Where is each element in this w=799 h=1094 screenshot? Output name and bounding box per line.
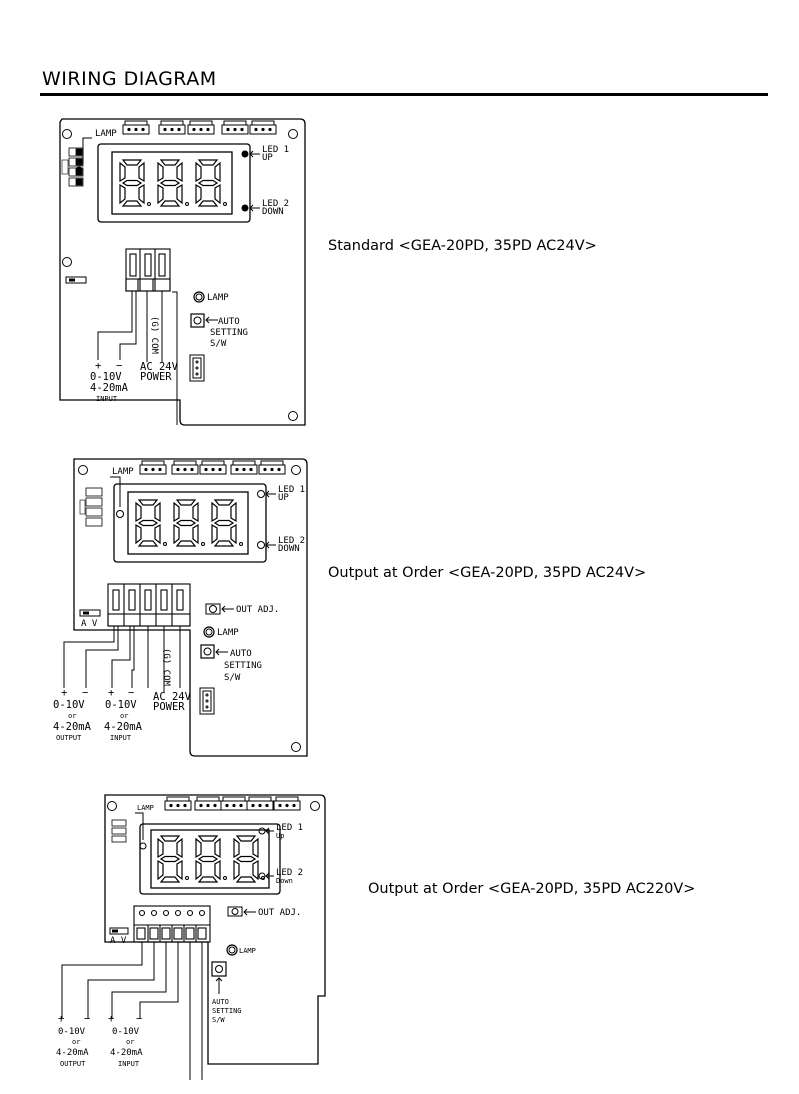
svg-text:or: or [126, 1038, 134, 1046]
svg-text:or: or [68, 712, 76, 720]
caption-output-ac24v: Output at Order <GEA-20PD, 35PD AC24V> [328, 565, 647, 581]
svg-text:AC 24V: AC 24V [153, 691, 192, 703]
power-connector [189, 354, 205, 382]
mount-hole [62, 257, 72, 267]
svg-text:4-20mA: 4-20mA [110, 1048, 143, 1058]
svg-text:S/W: S/W [212, 1016, 225, 1024]
svg-text:INPUT: INPUT [118, 1060, 140, 1068]
svg-text:SETTING: SETTING [212, 1007, 242, 1015]
svg-text:DOWN: DOWN [278, 544, 300, 554]
input-range-label: 0-10V [90, 371, 122, 383]
svg-text:4-20mA: 4-20mA [104, 721, 143, 733]
svg-text:LAMP: LAMP [217, 628, 239, 638]
svg-text:SETTING: SETTING [224, 661, 262, 671]
svg-text:OUT ADJ.: OUT ADJ. [258, 908, 301, 918]
caption-output-ac220v: Output at Order <GEA-20PD, 35PD AC220V> [368, 881, 696, 897]
top-connectors [122, 120, 277, 135]
mount-hole [62, 129, 72, 139]
wiring-diagram-output-ac220v: LAMP LED 1 Up LED 2 Down OUT ADJ. A V [56, 794, 326, 1080]
svg-text:0-10V: 0-10V [58, 1027, 86, 1037]
led-1-indicator [241, 150, 249, 158]
svg-text:LAMP: LAMP [207, 293, 229, 303]
svg-text:−: − [136, 1013, 142, 1025]
svg-text:AUTO: AUTO [230, 649, 252, 659]
lamp-indicator [193, 291, 205, 303]
led-1-label: LED 1 [262, 145, 289, 155]
pcb-outline [104, 794, 326, 1065]
svg-text:or: or [120, 712, 128, 720]
mount-hole [288, 129, 298, 139]
svg-text:POWER: POWER [140, 371, 172, 383]
lamp-top-label: LAMP [95, 129, 117, 139]
svg-text:INPUT: INPUT [96, 395, 118, 403]
svg-text:(G) COM: (G) COM [161, 648, 171, 687]
terminal-block [125, 248, 171, 292]
svg-text:A V: A V [81, 619, 98, 629]
page-title: WIRING DIAGRAM [42, 68, 217, 90]
svg-text:LED 2: LED 2 [276, 868, 303, 878]
power-label: AC 24V [140, 361, 179, 373]
svg-text:4-20mA: 4-20mA [56, 1048, 89, 1058]
dip-switch [68, 147, 84, 187]
svg-text:UP: UP [278, 493, 289, 503]
svg-text:OUTPUT: OUTPUT [56, 734, 82, 742]
wiring-diagram-output-ac24v: LAMP LED 1 UP LED 2 DOWN OUT ADJ. A V [53, 458, 308, 757]
svg-text:+: + [61, 687, 67, 699]
svg-text:POWER: POWER [153, 701, 185, 713]
input-range-label: 0-10V [105, 699, 137, 711]
svg-text:LAMP: LAMP [239, 947, 256, 955]
svg-text:UP: UP [262, 153, 273, 163]
svg-text:OUT ADJ.: OUT ADJ. [236, 605, 279, 615]
svg-text:Down: Down [276, 877, 293, 885]
svg-text:+: + [95, 360, 101, 372]
display-window [97, 143, 251, 223]
svg-text:S/W: S/W [210, 339, 227, 349]
wires [97, 291, 178, 425]
svg-text:LAMP: LAMP [112, 467, 134, 477]
com-label: (G) COM [149, 316, 159, 355]
svg-text:or: or [72, 1038, 80, 1046]
svg-text:SETTING: SETTING [210, 328, 248, 338]
auto-setting-button [190, 313, 205, 328]
svg-text:LAMP: LAMP [137, 804, 154, 812]
led-2-indicator [241, 204, 249, 212]
svg-text:+: + [108, 687, 114, 699]
svg-text:DOWN: DOWN [262, 207, 284, 217]
mount-hole [288, 411, 298, 421]
svg-text:A V: A V [110, 936, 127, 946]
pcb-outline [73, 458, 308, 757]
mini-switch [65, 276, 87, 284]
svg-text:AUTO: AUTO [212, 998, 229, 1006]
pcb-outline [59, 118, 306, 426]
svg-text:4-20mA: 4-20mA [90, 382, 129, 394]
title-rule [40, 93, 768, 96]
svg-text:4-20mA: 4-20mA [53, 721, 92, 733]
svg-text:+: + [58, 1013, 64, 1025]
svg-text:LED 1: LED 1 [278, 485, 305, 495]
svg-text:−: − [128, 687, 134, 699]
output-range-label: 0-10V [53, 699, 85, 711]
wiring-diagram-standard: LAMP LED 1 UP LED 2 DOWN + − 0- [59, 118, 306, 426]
svg-text:LED 1: LED 1 [276, 823, 303, 833]
svg-text:AUTO: AUTO [218, 317, 240, 327]
led-2-label: LED 2 [262, 199, 289, 209]
svg-text:−: − [84, 1013, 90, 1025]
svg-text:Up: Up [276, 832, 284, 840]
caption-standard: Standard <GEA-20PD, 35PD AC24V> [328, 238, 597, 254]
svg-text:0-10V: 0-10V [112, 1027, 140, 1037]
svg-text:−: − [116, 360, 122, 372]
terminal-block [107, 583, 191, 627]
svg-text:OUTPUT: OUTPUT [60, 1060, 86, 1068]
svg-text:−: − [82, 687, 88, 699]
terminal-block [133, 905, 211, 943]
svg-text:+: + [108, 1013, 114, 1025]
svg-text:S/W: S/W [224, 673, 241, 683]
svg-text:LED 2: LED 2 [278, 536, 305, 546]
svg-text:INPUT: INPUT [110, 734, 132, 742]
